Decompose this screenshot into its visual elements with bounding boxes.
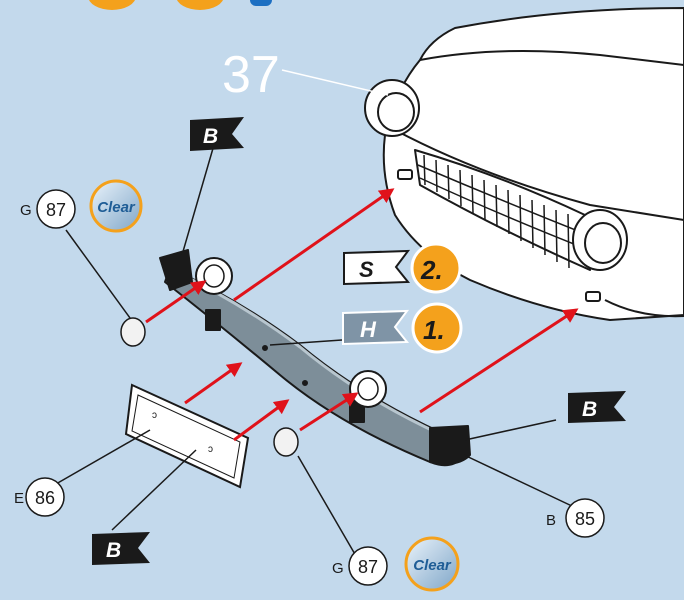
lens-g87-bottom — [274, 428, 298, 456]
flag-b-top: B — [190, 117, 244, 151]
svg-text:ɔ: ɔ — [152, 410, 157, 421]
step-number-leader — [282, 70, 388, 95]
lens-g87-top — [121, 318, 145, 346]
callout-e86: E 86 — [14, 478, 64, 516]
step-badge-2-label: 2. — [420, 255, 443, 285]
callout-b85-number: 85 — [575, 509, 595, 529]
callout-b85-prefix: B — [546, 512, 556, 529]
step-badge-2: 2. — [412, 244, 460, 292]
flag-h: H — [343, 311, 407, 344]
step-badge-1: 1. — [413, 304, 461, 352]
callout-g87-bottom-number: 87 — [358, 557, 378, 577]
callout-e86-prefix: E — [14, 490, 24, 507]
callout-g87-top-number: 87 — [46, 200, 66, 220]
flag-b-bottom-label: B — [106, 539, 121, 562]
callout-b85: B 85 — [546, 499, 604, 537]
flag-s-label: S — [359, 257, 374, 282]
flag-b-top-label: B — [203, 125, 218, 148]
flag-h-label: H — [360, 317, 377, 342]
flag-b-bottom: B — [92, 532, 150, 565]
callout-g87-top: G 87 Clear — [20, 181, 141, 231]
cropped-badges — [88, 0, 272, 10]
callout-g87-top-prefix: G — [20, 202, 32, 219]
svg-text:ɔ: ɔ — [208, 444, 213, 455]
callout-g87-bottom-finish: Clear — [413, 557, 452, 574]
flag-b-right: B — [568, 391, 626, 423]
flag-b-right-label: B — [582, 398, 597, 421]
callout-g87-bottom-prefix: G — [332, 560, 344, 577]
step-badge-1-label: 1. — [423, 315, 445, 345]
flag-s: S — [344, 251, 408, 284]
step-number: 37 — [222, 46, 280, 104]
callout-e86-number: 86 — [35, 488, 55, 508]
callout-g87-top-finish: Clear — [97, 199, 136, 216]
